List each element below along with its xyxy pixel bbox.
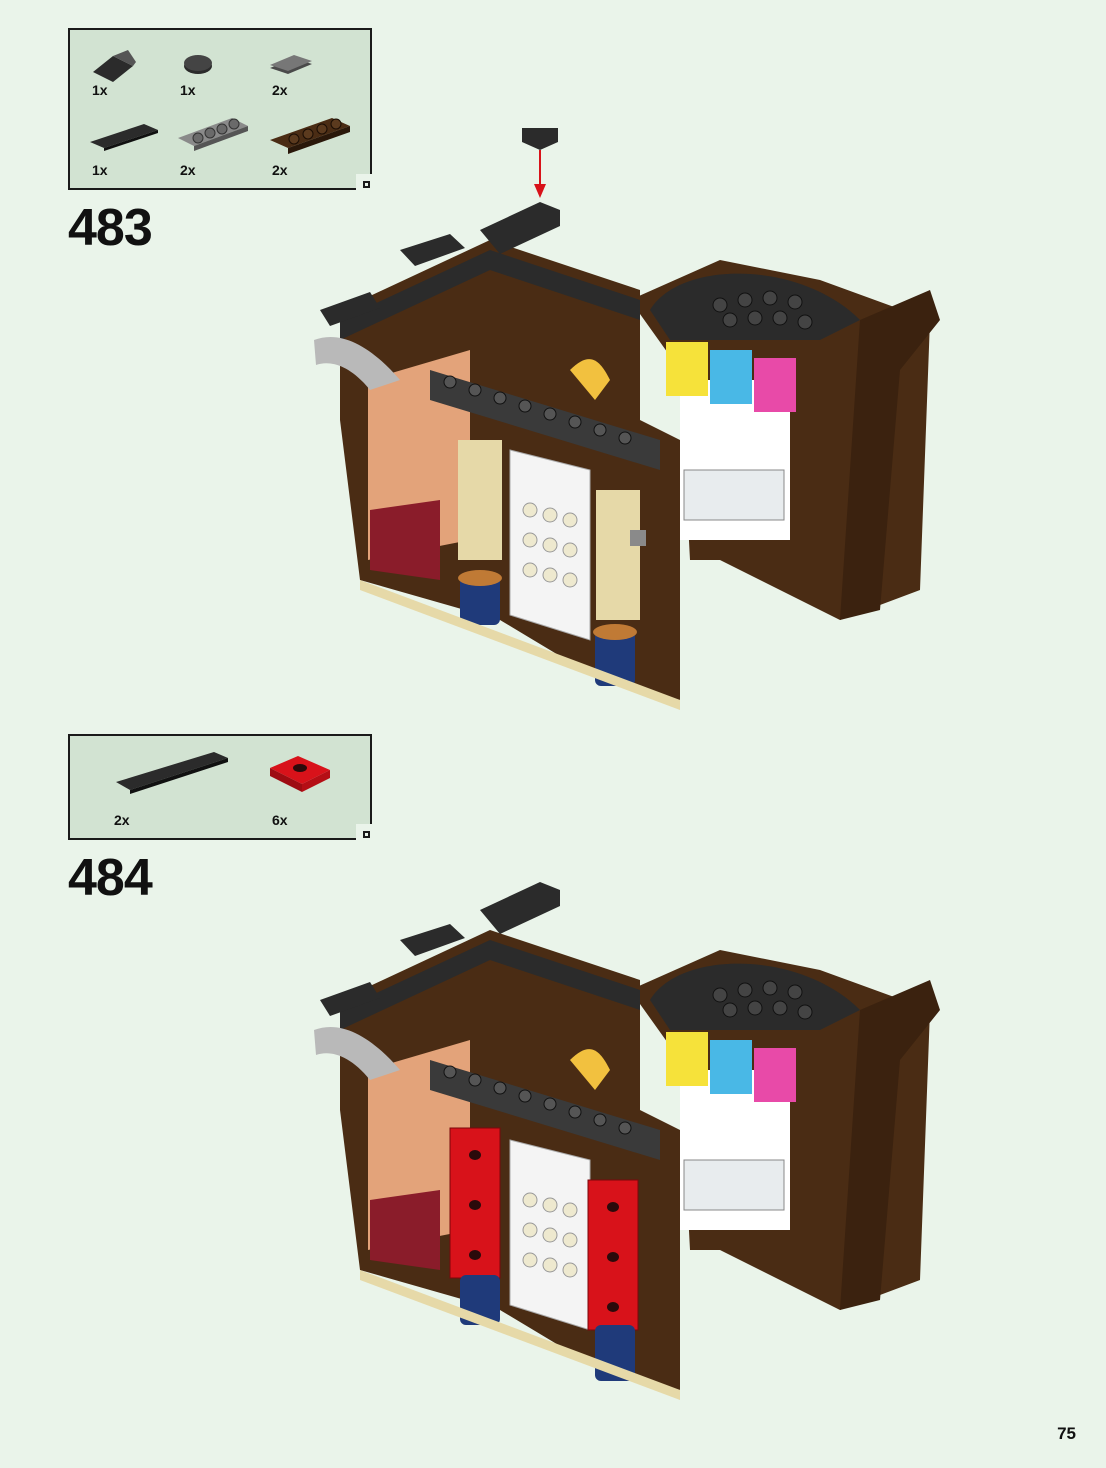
part-item: 2x bbox=[110, 748, 240, 828]
part-item: 2x bbox=[268, 106, 358, 178]
step-number: 483 bbox=[68, 199, 153, 257]
part-item: 1x bbox=[88, 44, 178, 114]
build-model-484 bbox=[314, 882, 940, 1400]
part-qty: 2x bbox=[180, 162, 196, 178]
grey-tile-icon bbox=[270, 55, 312, 74]
part-qty: 2x bbox=[272, 162, 288, 178]
black-long-tile-icon bbox=[116, 752, 228, 794]
grey-plate-row bbox=[430, 370, 660, 470]
parts-callout-484: 2x 6x bbox=[68, 734, 372, 840]
part-item: 2x bbox=[268, 44, 358, 114]
blue-barrel bbox=[460, 575, 500, 625]
part-qty: 1x bbox=[92, 82, 108, 98]
part-qty: 1x bbox=[180, 82, 196, 98]
red-jumper-plate-icon bbox=[270, 756, 330, 792]
parts-callout-483: 1x 1x 2x 1x 2x bbox=[68, 28, 372, 190]
black-slope-icon bbox=[93, 50, 136, 82]
poster-yellow bbox=[666, 342, 708, 396]
part-item: 1x bbox=[88, 120, 178, 190]
black-long-tile-icon bbox=[90, 124, 158, 151]
black-tile-round-icon bbox=[184, 55, 212, 74]
part-item: 1x bbox=[176, 44, 266, 114]
part-qty: 2x bbox=[114, 812, 130, 828]
part-qty: 6x bbox=[272, 812, 288, 828]
build-model-483 bbox=[314, 128, 940, 710]
pipe bbox=[314, 336, 400, 390]
red-brick-wall bbox=[370, 500, 440, 580]
callout-corner-icon bbox=[356, 824, 372, 840]
page-number: 75 bbox=[1057, 1424, 1076, 1443]
part-item: 2x bbox=[176, 106, 266, 178]
tan-panel-right bbox=[596, 490, 640, 620]
grey-plate-1x4-icon bbox=[178, 118, 248, 151]
poster-pink bbox=[754, 358, 796, 412]
poster-blue bbox=[710, 350, 752, 404]
brown-plate-1x4-icon bbox=[270, 118, 350, 154]
part-item: 6x bbox=[268, 748, 358, 828]
arrow-head-icon bbox=[534, 184, 546, 198]
tan-panel-left bbox=[458, 440, 502, 560]
counter-glass bbox=[683, 469, 785, 521]
new-part-icon bbox=[522, 128, 558, 150]
callout-corner-icon bbox=[356, 174, 372, 190]
lantern bbox=[570, 359, 610, 400]
step-number: 484 bbox=[68, 849, 153, 907]
part-qty: 1x bbox=[92, 162, 108, 178]
roof-black bbox=[340, 250, 640, 340]
part-qty: 2x bbox=[272, 82, 288, 98]
